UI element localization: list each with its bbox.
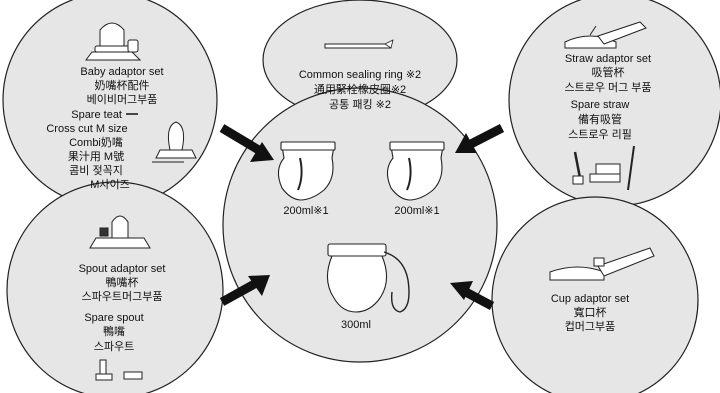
spare-spout-ko: 스파우트 (94, 340, 134, 353)
cup-adaptor-title-ko: 컵머그부품 (565, 320, 616, 333)
spout-adaptor-circle (6, 181, 224, 393)
arrow-from-spout-adaptor (219, 275, 270, 306)
straw-adaptor-illustration (564, 21, 647, 49)
cup-left-label: 200ml※1 (283, 205, 328, 217)
spout-adaptor-title-ko: 스파우트머그부품 (82, 290, 163, 303)
spout-adaptor-title-zh: 鴨嘴杯 (106, 275, 139, 289)
straw-adaptor-title-ko: 스트로우 머그 부품 (564, 81, 651, 94)
sealing-ring-title-en: Common sealing ring ※2 (299, 69, 421, 81)
baby-adaptor-illustration (85, 22, 142, 61)
arrow-from-cup-adaptor (450, 281, 495, 310)
cup-adaptor-title-en: Cup adaptor set (551, 293, 629, 305)
sealing-ring-title-ko: 공통 패킹 ※2 (329, 98, 391, 111)
baby-adaptor-title-en: Baby adaptor set (80, 66, 163, 78)
baby-adaptor-title-ko: 베이비머그부품 (87, 93, 158, 106)
spare-straw-label: Spare straw (571, 99, 630, 111)
spare-spout-label: Spare spout (84, 312, 143, 324)
cup-adaptor-illustration (549, 247, 655, 281)
spare-spout-zh: 鴨嘴 (103, 324, 125, 338)
spare-teat-zh1: Combi奶嘴 (69, 135, 123, 149)
spare-straw-ko: 스트로우 리필 (568, 128, 632, 141)
spare-straw-zh: 備有吸管 (578, 112, 622, 126)
cup-right-label: 200ml※1 (394, 205, 439, 217)
spare-spout-illustration (95, 359, 143, 381)
cup-adaptor-title-zh: 寬口杯 (574, 305, 607, 319)
cup-left-illustration (277, 141, 336, 201)
spare-teat-label: Spare teat (71, 109, 122, 121)
spare-teat-zh2: 果汁用 M號 (68, 150, 124, 163)
spare-teat-size: Cross cut M size (46, 123, 127, 135)
straw-adaptor-title-en: Straw adaptor set (565, 53, 651, 65)
cup-right-illustration (386, 141, 445, 201)
spare-teat-ko1: 콤비 젖꼭지 (69, 164, 123, 177)
spare-teat-ko2: M사이즈 (90, 178, 130, 191)
arrow-from-straw-adaptor (455, 123, 505, 153)
spout-adaptor-title-en: Spout adaptor set (79, 263, 166, 275)
baby-adaptor-title-zh: 奶嘴杯配件 (95, 78, 150, 92)
cup-adaptor-circle (491, 196, 699, 393)
bottle-300ml-label: 300ml (341, 319, 371, 331)
sealing-ring-illustration (324, 39, 394, 49)
spare-straw-illustration (572, 145, 635, 191)
straw-adaptor-title-zh: 吸管杯 (592, 65, 625, 79)
spare-teat-illustration (152, 121, 197, 163)
sealing-ring-title-zh: 通用緊栓橡皮圈※2 (314, 82, 406, 96)
arrow-from-baby-adaptor (219, 124, 274, 162)
spout-adaptor-illustration (89, 215, 151, 249)
bottle-300ml-illustration (326, 243, 410, 313)
